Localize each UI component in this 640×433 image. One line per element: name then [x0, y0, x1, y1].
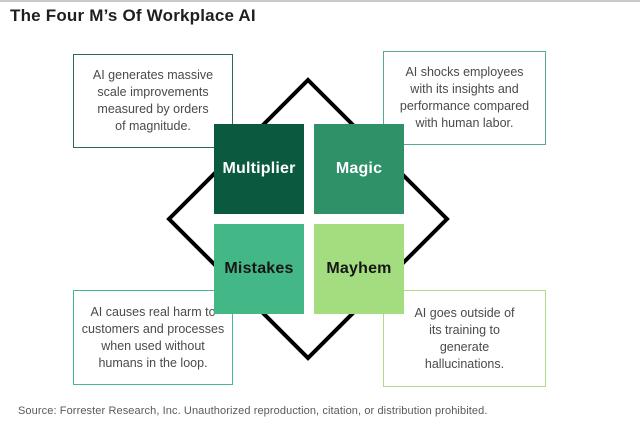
callout-text-line: hallucinations.: [424, 356, 505, 371]
callout-text-line: humans in the loop.: [98, 355, 208, 370]
callout-text-line: scale improvements: [97, 85, 209, 99]
callout-text-line: AI generates massive: [92, 68, 214, 82]
callout-text-line: generate: [439, 339, 490, 354]
quadrant-label: Mayhem: [326, 260, 392, 277]
callout-text-line: AI shocks employees: [405, 65, 524, 79]
quadrant-multiplier: Multiplier: [214, 124, 304, 214]
quadrant-mayhem: Mayhem: [314, 224, 404, 314]
callout-magic: AI shocks employees with its insights an…: [383, 51, 546, 145]
quadrant-label: Magic: [335, 160, 383, 177]
top-edge-line: [0, 0, 640, 2]
callout-text-line: with human labor.: [415, 116, 514, 130]
callout-text-line: its training to: [429, 322, 500, 337]
callout-text-line: AI causes real harm to: [90, 304, 216, 319]
callout-text-line: performance compared: [399, 99, 530, 113]
callout-mayhem: AI goes outside of its training to gener…: [383, 290, 546, 387]
quadrant-mistakes: Mistakes: [214, 224, 304, 314]
callout-text-line: customers and processes: [81, 321, 225, 336]
page-title: The Four M’s Of Workplace AI: [10, 6, 256, 25]
callout-mistakes: AI causes real harm to customers and pro…: [73, 290, 233, 385]
callout-text-line: AI goes outside of: [414, 305, 515, 320]
callout-multiplier: AI generates massive scale improvements …: [73, 54, 233, 148]
callout-text-line: of magnitude.: [115, 119, 191, 133]
source-note: Source: Forrester Research, Inc. Unautho…: [18, 405, 488, 417]
quadrant-magic: Magic: [314, 124, 404, 214]
callout-text-line: with its insights and: [410, 82, 519, 96]
quadrant-label: Mistakes: [224, 260, 294, 277]
callout-text-line: measured by orders: [97, 102, 209, 116]
quadrant-label: Multiplier: [222, 160, 296, 177]
callout-text-line: when used without: [101, 338, 205, 353]
